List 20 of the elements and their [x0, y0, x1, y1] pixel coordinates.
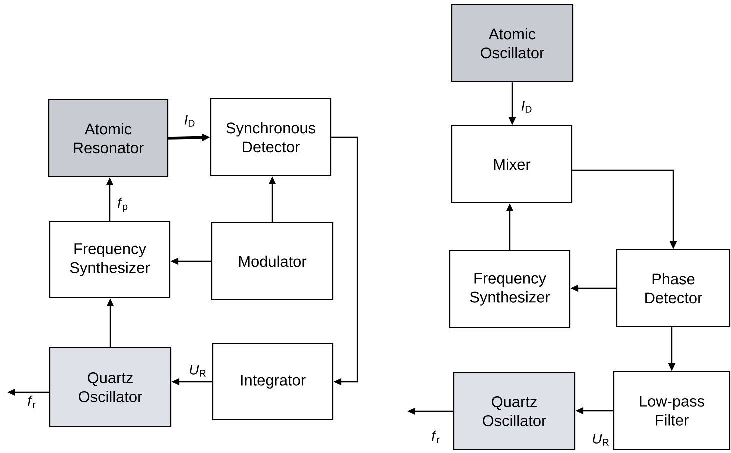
edge-label: I$_{D}$	[184, 115, 195, 127]
block-box: Integrator	[212, 343, 334, 421]
block-box: Frequency Synthesizer	[49, 221, 171, 299]
edge-label: f$_{r}$	[432, 430, 440, 444]
block-box: Quartz Oscillator	[453, 372, 576, 451]
arrow	[332, 136, 358, 386]
block-box: Atomic Resonator	[48, 99, 169, 178]
edge-label: U$_{R}$	[190, 365, 206, 377]
block-box: Atomic Oscillator	[451, 4, 574, 83]
block-box: Phase Detector	[616, 249, 731, 328]
block-box: Quartz Oscillator	[49, 347, 172, 428]
block-box: Modulator	[211, 222, 334, 301]
block-box: Frequency Synthesizer	[449, 250, 571, 329]
edge-label: U$_{R}$	[593, 434, 609, 446]
block-box: Mixer	[451, 125, 573, 204]
edge-label: I$_{D}$	[522, 101, 532, 113]
block-box: Low-pass Filter	[613, 371, 731, 451]
edge-label: f$_{p}$	[118, 198, 128, 212]
edge-label: f$_{r}$	[28, 396, 36, 408]
block-box: Synchronous Detector	[210, 98, 332, 177]
